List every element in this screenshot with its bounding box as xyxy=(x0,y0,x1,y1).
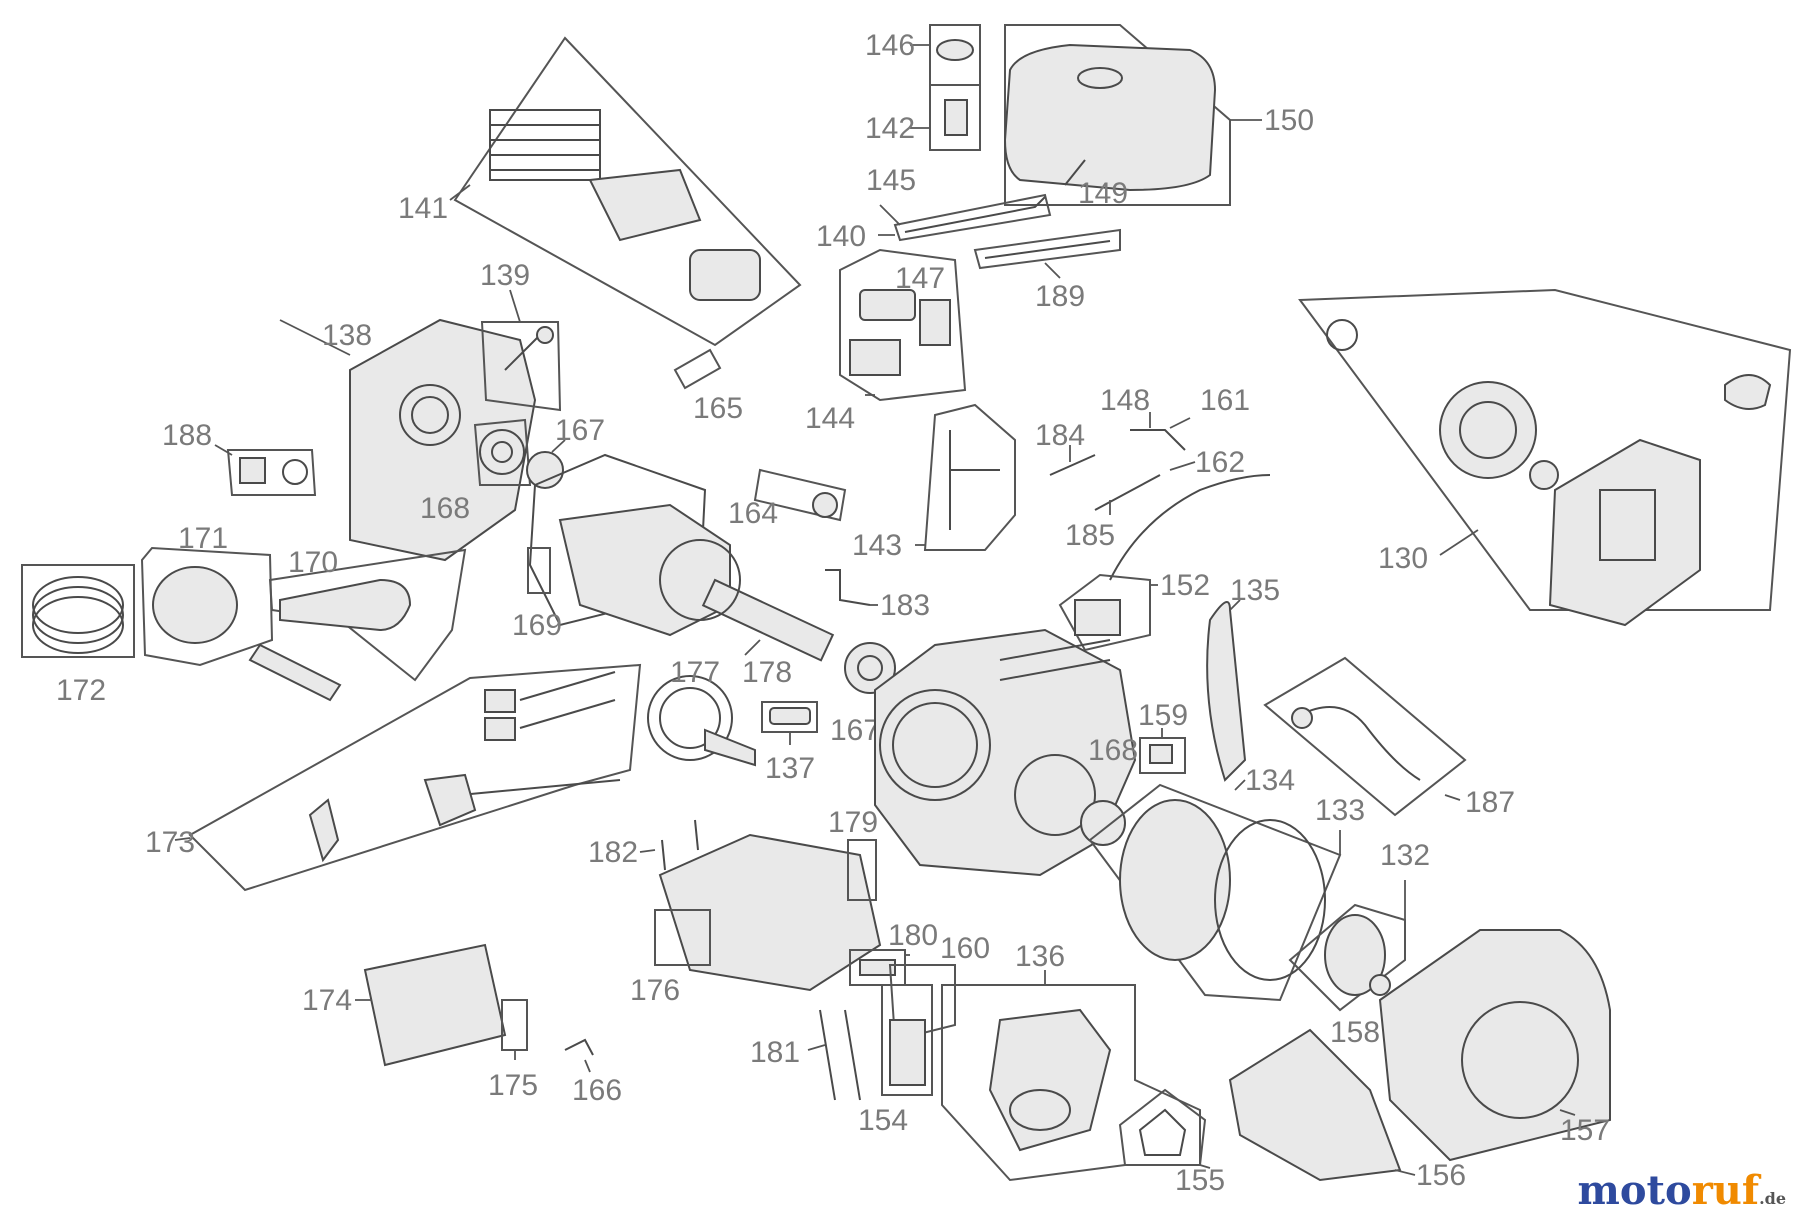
label-155: 155 xyxy=(1175,1164,1225,1197)
air-filter-assembly xyxy=(453,36,802,347)
label-168-a: 168 xyxy=(420,492,470,525)
label-181: 181 xyxy=(750,1036,800,1069)
label-148: 148 xyxy=(1100,384,1150,417)
label-187: 187 xyxy=(1465,786,1515,819)
watermark-de: .de xyxy=(1759,1189,1786,1208)
label-156: 156 xyxy=(1416,1159,1466,1192)
label-165: 165 xyxy=(693,392,743,425)
label-183: 183 xyxy=(880,589,930,622)
label-188: 188 xyxy=(162,419,212,452)
label-166: 166 xyxy=(572,1074,622,1107)
label-161: 161 xyxy=(1200,384,1250,417)
label-132: 132 xyxy=(1380,839,1430,872)
label-172: 172 xyxy=(56,674,106,707)
label-130: 130 xyxy=(1378,542,1428,575)
label-138: 138 xyxy=(322,319,372,352)
label-184: 184 xyxy=(1035,419,1085,452)
fuel-tank xyxy=(1003,24,1231,206)
fuel-cap-strainer xyxy=(929,24,981,151)
label-174: 174 xyxy=(302,984,352,1017)
label-170: 170 xyxy=(288,546,338,579)
label-167-a: 167 xyxy=(555,414,605,447)
label-175: 175 xyxy=(488,1069,538,1102)
label-159: 159 xyxy=(1138,699,1188,732)
crankcase-cover xyxy=(349,318,537,562)
engine-block xyxy=(874,628,1137,877)
label-177: 177 xyxy=(670,656,720,689)
motoruf-watermark: motoruf.de xyxy=(1578,1167,1786,1214)
label-145: 145 xyxy=(866,164,916,197)
label-149: 149 xyxy=(1078,177,1128,210)
label-142: 142 xyxy=(865,112,915,145)
label-158: 158 xyxy=(1330,1016,1380,1049)
label-154: 154 xyxy=(858,1104,908,1137)
label-146: 146 xyxy=(865,29,915,62)
label-135: 135 xyxy=(1230,574,1280,607)
label-141: 141 xyxy=(398,192,448,225)
label-150: 150 xyxy=(1264,104,1314,137)
label-189: 189 xyxy=(1035,280,1085,313)
label-178: 178 xyxy=(742,656,792,689)
label-173: 173 xyxy=(145,826,195,859)
label-136: 136 xyxy=(1015,940,1065,973)
label-139: 139 xyxy=(480,259,530,292)
label-171: 171 xyxy=(178,522,228,555)
label-164: 164 xyxy=(728,497,778,530)
label-162: 162 xyxy=(1195,446,1245,479)
label-143: 143 xyxy=(852,529,902,562)
label-168-b: 168 xyxy=(1088,734,1138,767)
label-182: 182 xyxy=(588,836,638,869)
label-134: 134 xyxy=(1245,764,1295,797)
label-169: 169 xyxy=(512,609,562,642)
label-157: 157 xyxy=(1560,1114,1610,1147)
label-140: 140 xyxy=(816,220,866,253)
label-160: 160 xyxy=(940,932,990,965)
label-167-b: 167 xyxy=(830,714,880,747)
label-133: 133 xyxy=(1315,794,1365,827)
label-180: 180 xyxy=(888,919,938,952)
label-179: 179 xyxy=(828,806,878,839)
label-147: 147 xyxy=(895,262,945,295)
watermark-moto: moto xyxy=(1577,1167,1692,1214)
label-176: 176 xyxy=(630,974,680,1007)
label-137: 137 xyxy=(765,752,815,785)
label-185: 185 xyxy=(1065,519,1115,552)
label-144: 144 xyxy=(805,402,855,435)
label-152: 152 xyxy=(1160,569,1210,602)
watermark-ruf: ruf xyxy=(1691,1167,1760,1214)
